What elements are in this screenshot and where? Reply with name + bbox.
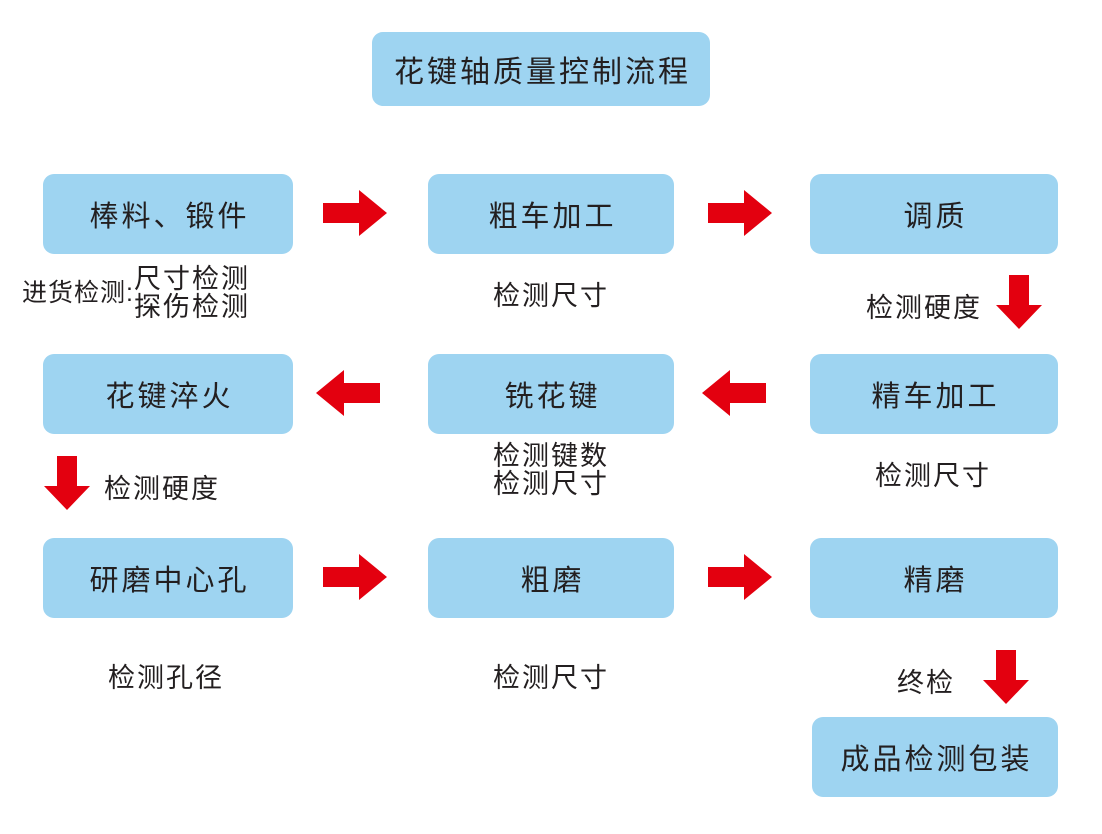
node-grind-center-hole[interactable]: 研磨中心孔 <box>43 538 293 618</box>
node-rough-grinding-label: 粗磨 <box>520 565 585 597</box>
node-fine-grinding[interactable]: 精磨 <box>810 538 1058 618</box>
caption-final-inspection-text: 终检 <box>897 668 955 698</box>
node-spline-milling[interactable]: 铣花键 <box>428 354 674 434</box>
arrow-left-icon-4 <box>316 370 380 416</box>
caption-check-dimension-3: 检测尺寸 <box>493 663 609 695</box>
node-grind-center-hole-label: 研磨中心孔 <box>89 565 250 597</box>
caption-check-spline-line2: 检测尺寸 <box>493 468 609 499</box>
node-finish-turning[interactable]: 精车加工 <box>810 354 1058 434</box>
caption-check-hardness-2-text: 检测硬度 <box>104 474 220 504</box>
arrow-down-icon-9 <box>983 650 1029 711</box>
arrow-right-icon-7 <box>323 554 387 600</box>
arrow-right-icon-1 <box>323 190 387 236</box>
caption-check-bore: 检测孔径 <box>108 663 224 695</box>
caption-incoming-line2: 探伤检测 <box>133 291 250 322</box>
caption-incoming-inspection: 进货检测:尺寸检测探伤检测 <box>22 264 250 322</box>
caption-check-dimension-3-text: 检测尺寸 <box>493 663 609 693</box>
node-spline-quenching[interactable]: 花键淬火 <box>43 354 293 434</box>
diagram-title-text: 花键轴质量控制流程 <box>394 56 691 89</box>
caption-incoming-line1: 尺寸检测 <box>133 264 250 294</box>
caption-check-bore-text: 检测孔径 <box>108 663 224 693</box>
arrow-down-icon-6 <box>44 456 90 517</box>
diagram-title-box: 花键轴质量控制流程 <box>372 32 710 106</box>
caption-check-hardness-2: 检测硬度 <box>44 456 220 517</box>
node-rough-turning[interactable]: 粗车加工 <box>428 174 674 254</box>
arrow-right-icon-8 <box>708 554 772 600</box>
node-final-inspection-packaging[interactable]: 成品检测包装 <box>812 717 1058 797</box>
caption-check-dimension-1: 检测尺寸 <box>493 281 609 313</box>
node-spline-milling-label: 铣花键 <box>504 381 601 413</box>
caption-check-dimension-2: 检测尺寸 <box>875 461 991 493</box>
arrow-left-icon-5 <box>702 370 766 416</box>
caption-check-spline-line1: 检测键数 <box>493 441 609 471</box>
caption-check-dimension-2-text: 检测尺寸 <box>875 461 991 491</box>
caption-check-hardness-1: 检测硬度 <box>866 275 1042 336</box>
node-quench-temper[interactable]: 调质 <box>810 174 1058 254</box>
caption-check-dimension-1-text: 检测尺寸 <box>493 281 609 311</box>
arrow-right-icon-2 <box>708 190 772 236</box>
node-rough-grinding[interactable]: 粗磨 <box>428 538 674 618</box>
node-raw-material[interactable]: 棒料、锻件 <box>43 174 293 254</box>
node-final-inspection-packaging-label: 成品检测包装 <box>840 744 1033 776</box>
caption-incoming-prefix: 进货检测: <box>22 278 134 307</box>
caption-check-hardness-1-text: 检测硬度 <box>866 293 982 323</box>
arrow-down-icon-3 <box>996 275 1042 336</box>
node-finish-turning-label: 精车加工 <box>871 381 1000 413</box>
node-fine-grinding-label: 精磨 <box>903 565 968 597</box>
caption-final-inspection: 终检 <box>897 650 1029 711</box>
node-raw-material-label: 棒料、锻件 <box>89 201 250 233</box>
node-rough-turning-label: 粗车加工 <box>488 201 617 233</box>
node-spline-quenching-label: 花键淬火 <box>105 381 234 413</box>
caption-incoming-lines: 尺寸检测探伤检测 <box>133 264 250 322</box>
caption-check-spline: 检测键数 检测尺寸 <box>493 441 609 499</box>
node-quench-temper-label: 调质 <box>903 201 968 233</box>
